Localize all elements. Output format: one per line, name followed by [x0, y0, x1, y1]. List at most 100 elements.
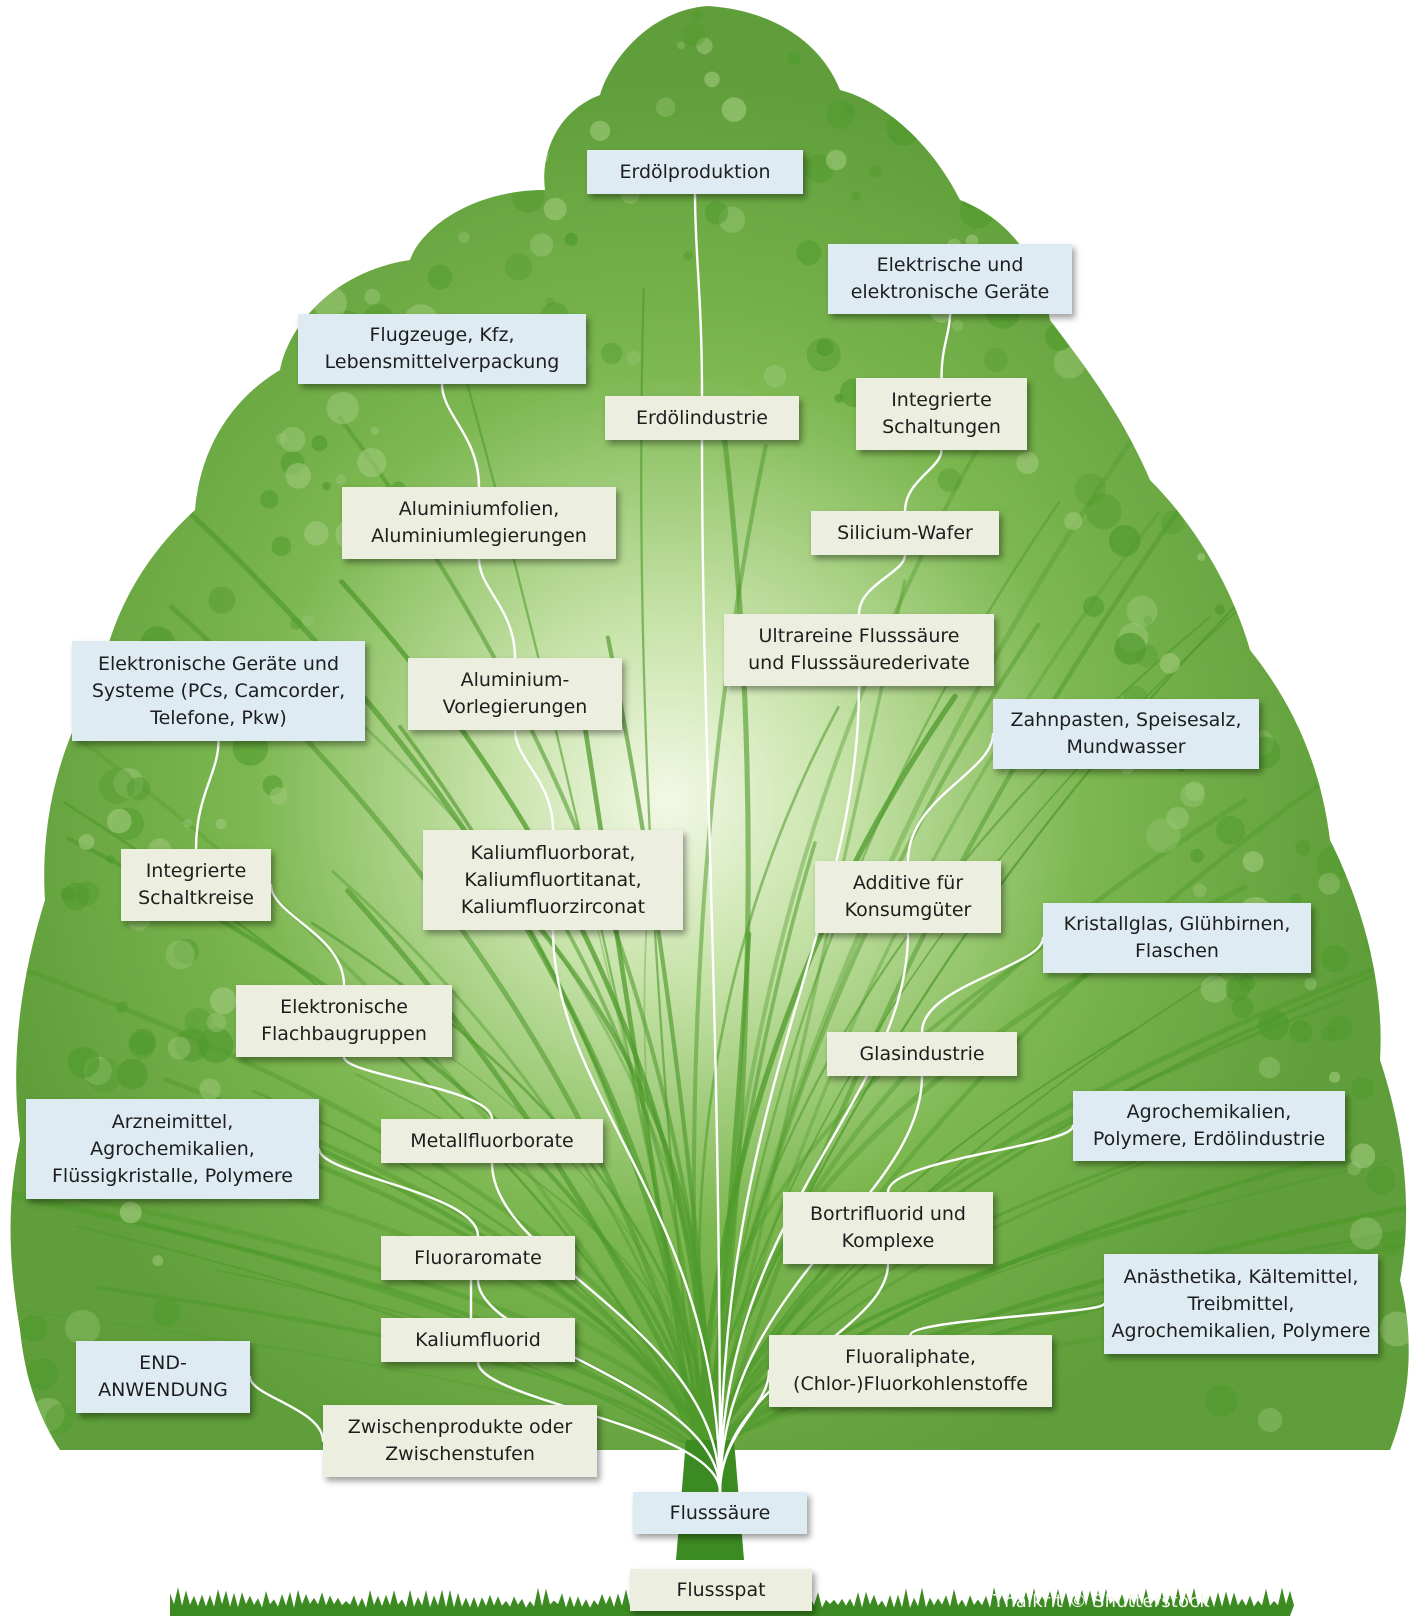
leaf-cluster: [601, 342, 623, 364]
leaf-cluster: [465, 174, 476, 185]
leaf-cluster: [530, 233, 554, 257]
connector-line: [476, 1278, 722, 1494]
connector-line: [906, 732, 995, 863]
leaf-cluster: [543, 197, 567, 221]
leaf-cluster: [868, 164, 882, 178]
connector-line: [317, 1147, 480, 1238]
connector-line: [248, 1375, 325, 1443]
leaf-cluster: [590, 120, 611, 141]
leaf-cluster: [1111, 314, 1125, 327]
leaf-cluster: [1380, 1234, 1402, 1256]
leaf-cluster: [983, 347, 1009, 373]
leaf-cluster: [683, 23, 707, 47]
connector-line: [693, 192, 704, 398]
node-silicium-wafer-text: Silicium-Wafer: [837, 521, 973, 544]
leaf-cluster: [99, 768, 135, 804]
connector-line: [718, 1369, 771, 1494]
leaf-cluster: [1011, 192, 1020, 201]
node-elektronische-systeme-line-2: Systeme (PCs, Camcorder,: [91, 679, 346, 702]
leaf-cluster: [260, 490, 279, 509]
leaf-cluster: [65, 1309, 101, 1346]
tree-branch: [233, 1130, 716, 1450]
leaf-cluster: [1231, 996, 1254, 1019]
leaf-cluster: [834, 56, 852, 75]
tree-branch: [699, 622, 1041, 1450]
tree-branch: [708, 931, 752, 1450]
tree-branch: [709, 933, 1289, 1450]
leaf-cluster: [1109, 525, 1141, 557]
leaf-cluster: [866, 49, 901, 84]
node-elektronische-systeme-line-1: Elektronische Geräte und: [97, 652, 340, 675]
connector-line: [513, 728, 555, 832]
leaf-cluster: [845, 37, 878, 70]
leaf-cluster: [208, 586, 236, 614]
leaf-cluster: [199, 1078, 221, 1100]
leaf-cluster: [167, 1036, 191, 1060]
leaf-cluster: [198, 1027, 234, 1063]
connector-line: [909, 1302, 1106, 1337]
leaf-cluster: [1258, 1009, 1289, 1041]
leaf-cluster: [405, 109, 421, 125]
leaf-cluster: [543, 56, 576, 90]
node-erdoelindustrie: Erdölindustrie: [605, 396, 799, 440]
connector-line: [920, 936, 1045, 1034]
leaf-cluster: [1214, 604, 1225, 615]
leaf-cluster: [721, 97, 747, 122]
leaf-cluster: [357, 448, 387, 478]
leaf-cluster: [1180, 782, 1205, 808]
connector-line: [440, 382, 481, 489]
leaf-cluster: [564, 232, 578, 246]
leaf-cluster: [1351, 1076, 1375, 1100]
node-kristallglas-line-1: Kristallglas, Glühbirnen,: [1063, 913, 1291, 935]
leaf-cluster: [826, 149, 847, 171]
node-end-anwendung-line-1: END-: [139, 1352, 187, 1374]
leaf-cluster: [215, 818, 227, 830]
leaf-cluster: [290, 617, 302, 630]
leaf-cluster: [527, 144, 549, 166]
leaf-cluster: [304, 521, 329, 546]
node-zahnpasten-line-1: Zahnpasten, Speisesalz,: [1010, 709, 1242, 731]
node-flachbaugruppen-line-2: Flachbaugruppen: [261, 1023, 427, 1045]
leaf-cluster: [704, 71, 720, 88]
leaf-cluster: [1304, 977, 1317, 991]
leaf-cluster: [1160, 511, 1184, 535]
leaf-cluster: [1379, 1311, 1409, 1347]
leaf-cluster: [951, 319, 964, 332]
node-zwischenprodukte-line-1: Zwischenprodukte oder: [347, 1416, 573, 1438]
leaf-cluster: [691, 9, 704, 22]
node-integrierte-schaltkreise: Integrierte Schaltkreise: [121, 849, 271, 921]
node-agrochemikalien-rechts-line-2: Polymere, Erdölindustrie: [1092, 1128, 1326, 1150]
tree-branch: [708, 579, 907, 1450]
tree-branch: [10, 1127, 712, 1450]
leaf-cluster: [322, 482, 331, 491]
leaf-cluster: [1329, 1071, 1341, 1083]
connector-line: [718, 684, 861, 1494]
connector-line: [477, 557, 517, 660]
node-zwischenprodukte: Zwischenprodukte oder Zwischenstufen: [323, 1405, 597, 1477]
tree-branch: [10, 1300, 706, 1450]
tree-branch: [704, 948, 1409, 1450]
leaf-cluster: [816, 338, 834, 357]
node-integrierte-schaltungen-line-2: Schaltungen: [882, 416, 1001, 438]
leaf-cluster: [270, 787, 288, 805]
leaf-cluster: [1347, 1161, 1361, 1176]
node-agrochemikalien-rechts-line-1: Agrochemikalien,: [1126, 1101, 1292, 1123]
leaf-cluster: [1166, 806, 1190, 830]
leaf-cluster: [370, 426, 380, 435]
tree-branch: [333, 698, 716, 1450]
leaf-cluster: [937, 468, 962, 492]
node-flugzeuge: Flugzeuge, Kfz, Lebensmittelverpackung: [298, 314, 586, 384]
connector-line: [718, 931, 910, 1494]
node-kaliumfluorborat-line-2: Kaliumfluortitanat,: [464, 868, 642, 891]
node-additive-line-1: Additive für: [852, 872, 964, 894]
leaf-cluster: [184, 1008, 213, 1036]
leaf-cluster: [545, 297, 555, 307]
leaf-cluster: [1192, 883, 1207, 898]
node-erdoelindustrie-text: Erdölindustrie: [636, 406, 768, 429]
tree-branch: [705, 926, 1409, 1450]
node-anaesthetika: Anästhetika, Kältemittel, Treibmittel, A…: [1104, 1254, 1378, 1354]
leaf-cluster: [78, 834, 95, 850]
leaf-cluster: [915, 107, 938, 130]
leaf-cluster: [1134, 405, 1143, 414]
